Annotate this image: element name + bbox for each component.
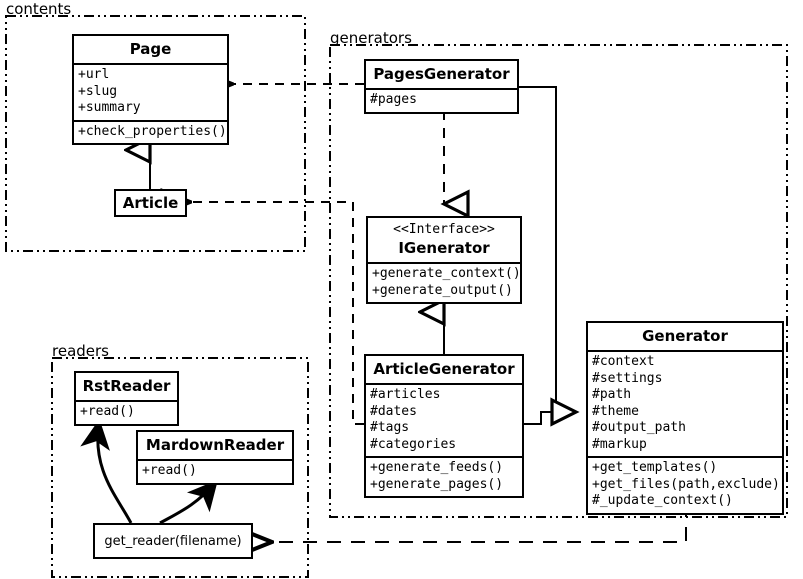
- class-attributes-pagesgenerator: #pages: [366, 88, 517, 112]
- class-attributes-articlegenerator: #articles #dates #tags #categories: [366, 383, 522, 456]
- attribute-item: #tags: [370, 420, 410, 435]
- class-attributes-page: +url +slug +summary: [74, 63, 227, 120]
- class-box-generator[interactable]: Generator #context #settings #path #them…: [586, 321, 784, 515]
- method-item: +get_files(path,exclude): [592, 476, 780, 492]
- package-label-readers: readers: [52, 342, 109, 360]
- connector-getreader-creates-rstreader: [80, 419, 133, 524]
- connector-generator-depends-getreader: [272, 503, 687, 542]
- class-box-pagesgenerator[interactable]: PagesGenerator #pages: [364, 59, 519, 114]
- method-item: +get_templates(): [592, 460, 718, 475]
- package-border-generators: [329, 44, 788, 518]
- class-methods-articlegenerator: +generate_feeds() +generate_pages(): [366, 456, 522, 496]
- class-name-articlegenerator: ArticleGenerator: [373, 360, 515, 378]
- method-item: +check_properties(): [78, 123, 227, 139]
- class-box-rstreader[interactable]: RstReader +read(): [74, 371, 179, 426]
- attribute-item: #theme: [592, 403, 639, 419]
- method-item: #_update_context(): [592, 493, 733, 508]
- class-box-articlegenerator[interactable]: ArticleGenerator #articles #dates #tags …: [364, 354, 524, 498]
- class-name-article: Article: [122, 194, 179, 212]
- attribute-item: +slug: [78, 83, 118, 99]
- attribute-item: #context: [592, 354, 655, 369]
- attribute-item: #settings: [592, 370, 663, 386]
- class-name-igenerator: IGenerator: [398, 239, 490, 257]
- class-attributes-generator: #context #settings #path #theme #output_…: [588, 350, 782, 456]
- class-name-mardownreader: MardownReader: [145, 436, 285, 454]
- attribute-item: #articles: [370, 387, 441, 402]
- method-item: +read(): [142, 463, 197, 478]
- function-box-get-reader[interactable]: get_reader(filename): [93, 523, 253, 559]
- class-name-pagesgenerator: PagesGenerator: [373, 65, 510, 83]
- attribute-item: #dates: [370, 403, 417, 419]
- connector-articlegenerator-depends-article: [190, 202, 364, 425]
- attribute-item: #markup: [592, 436, 647, 452]
- class-name-rstreader: RstReader: [82, 377, 171, 395]
- method-item: +generate_pages(): [370, 476, 504, 492]
- function-label-get-reader: get_reader(filename): [104, 533, 242, 549]
- class-name-generator: Generator: [642, 327, 728, 345]
- class-methods-mardownreader: +read(): [138, 459, 292, 483]
- method-item: +generate_feeds(): [370, 460, 504, 475]
- package-border-readers: [51, 357, 309, 578]
- class-box-article[interactable]: Article: [114, 189, 187, 217]
- method-item: +read(): [80, 404, 135, 419]
- method-item: +generate_context(): [372, 266, 521, 281]
- class-stereotype-igenerator: <<Interface>>: [393, 222, 495, 237]
- attribute-item: #output_path: [592, 420, 686, 435]
- method-item: +generate_output(): [372, 282, 513, 298]
- class-methods-igenerator: +generate_context() +generate_output(): [368, 262, 521, 302]
- package-border-contents: [5, 15, 306, 252]
- class-box-igenerator[interactable]: <<Interface>> IGenerator +generate_conte…: [366, 216, 522, 304]
- class-header-igenerator: <<Interface>> IGenerator: [368, 218, 520, 262]
- class-methods-page: +check_properties(): [74, 119, 227, 144]
- package-label-contents: contents: [6, 0, 72, 18]
- class-box-page[interactable]: Page +url +slug +summary +check_properti…: [72, 34, 229, 145]
- class-name-page: Page: [129, 40, 172, 58]
- package-label-generators: generators: [330, 29, 412, 47]
- attribute-item: #categories: [370, 436, 457, 452]
- attribute-item: +summary: [78, 100, 141, 115]
- connector-generators-inherit-generator: [519, 86, 580, 427]
- attribute-item: #pages: [370, 92, 417, 107]
- class-methods-rstreader: +read(): [76, 400, 177, 424]
- class-box-mardownreader[interactable]: MardownReader +read(): [136, 430, 294, 485]
- class-methods-generator: +get_templates() +get_files(path,exclude…: [588, 456, 782, 513]
- connector-getreader-creates-mardownreader: [159, 479, 218, 525]
- attribute-item: +url: [78, 67, 110, 82]
- attribute-item: #path: [592, 387, 632, 402]
